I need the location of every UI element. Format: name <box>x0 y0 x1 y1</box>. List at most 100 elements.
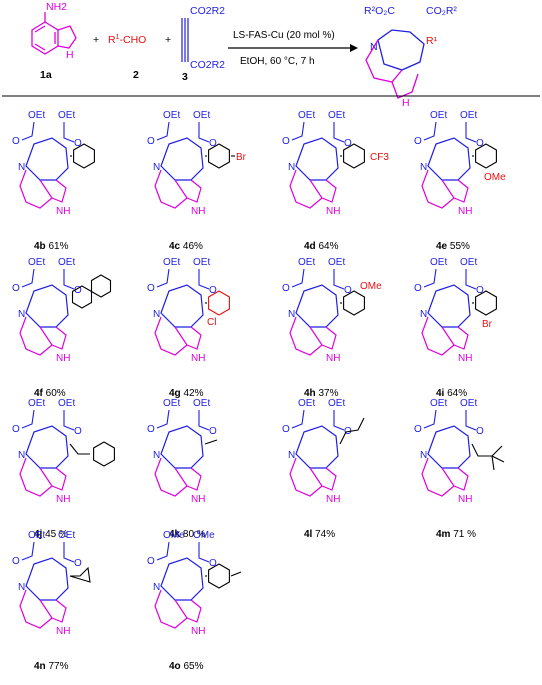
ester-bonds <box>423 121 477 143</box>
indole-ring <box>289 316 323 356</box>
azepine-ring <box>160 425 204 469</box>
azepine-ring <box>25 137 69 181</box>
ester-left: OEt <box>163 398 180 409</box>
indole-ring <box>289 169 323 209</box>
indole-ring <box>19 169 53 209</box>
indole-nh: NH <box>191 494 205 505</box>
product-caption: 4b 61% <box>34 241 69 252</box>
product-nh: H <box>402 97 410 109</box>
ester-right: OEt <box>328 398 345 409</box>
ring-n: N <box>288 309 295 320</box>
yield-value: 60% <box>43 388 66 399</box>
product-caption: 4k 80 % <box>169 529 206 540</box>
label-1a: 1a <box>40 69 52 81</box>
ester-o-left: O <box>282 424 290 435</box>
pyrrole-ring <box>186 599 202 623</box>
ester-o-right: O <box>74 285 82 296</box>
indole-nh: NH <box>191 353 205 364</box>
ester-o-right: O <box>476 138 484 149</box>
pyrrole-ring <box>51 179 67 203</box>
compound-id: 4l <box>304 529 313 540</box>
pyrrole-ring <box>321 179 337 203</box>
ester-left: OEt <box>298 257 315 268</box>
ester-o-left: O <box>282 136 290 147</box>
yield-value: 61% <box>46 241 69 252</box>
compound-id: 4g <box>169 388 181 399</box>
indole-nh: NH <box>56 206 70 217</box>
ester-o-left: O <box>147 136 155 147</box>
ester-right: OEt <box>58 110 75 121</box>
azepine-ring <box>160 284 204 328</box>
compound-id: 4h <box>304 388 316 399</box>
indole-ring <box>154 316 188 356</box>
ester-o-left: O <box>414 283 422 294</box>
ester-left: OEt <box>28 257 45 268</box>
ester-o-right: O <box>209 138 217 149</box>
product-caption: 4c 46% <box>169 241 203 252</box>
indole-nh: NH <box>191 206 205 217</box>
ester-o-left: O <box>12 424 20 435</box>
indole-nh: NH <box>326 353 340 364</box>
azepine-ring <box>160 557 204 601</box>
ester-o-right: O <box>74 426 82 437</box>
ester-right: OEt <box>58 530 75 541</box>
ester-bonds <box>291 268 345 290</box>
indole-nh: NH <box>458 494 472 505</box>
ester-bonds <box>423 409 477 431</box>
azepine-ring <box>427 284 471 328</box>
ester-left: OEt <box>298 110 315 121</box>
azepine-ring <box>160 137 204 181</box>
ring-n: N <box>18 450 25 461</box>
substituent-label: Cl <box>207 317 216 328</box>
ring-n: N <box>420 309 427 320</box>
ester-o-left: O <box>12 283 20 294</box>
azepine-ring <box>25 425 69 469</box>
ester-bonds <box>21 268 75 290</box>
indole-nh: NH <box>458 353 472 364</box>
compound-id: 4c <box>169 241 181 252</box>
ester-o-right: O <box>344 138 352 149</box>
product-caption: 4o 65% <box>169 661 204 672</box>
reactant-1a <box>31 12 77 55</box>
condition-catalyst: LS-FAS-Cu (20 mol %) <box>233 30 335 41</box>
ester-o-left: O <box>12 556 20 567</box>
compound-id: 4n <box>34 661 46 672</box>
product-caption: 4l 74% <box>304 529 335 540</box>
reactant-3 <box>181 18 189 62</box>
ester-left: OEt <box>430 257 447 268</box>
indole-nh: NH <box>191 626 205 637</box>
indole-ring <box>19 316 53 356</box>
ester-left: OEt <box>28 530 45 541</box>
ester-o-right: O <box>476 285 484 296</box>
azepine-ring <box>25 557 69 601</box>
pyrrole-ring <box>51 599 67 623</box>
ester-right: OEt <box>328 110 345 121</box>
substituent-label: OMe <box>484 172 506 183</box>
ester-bonds <box>291 409 345 431</box>
indole-ring <box>154 589 188 629</box>
indole-ring <box>154 457 188 497</box>
ester-o-right: O <box>74 138 82 149</box>
alkyne-bottom-ester: CO2R2 <box>190 59 225 71</box>
ring-n: N <box>153 450 160 461</box>
ester-o-right: O <box>209 285 217 296</box>
ester-right: OEt <box>193 398 210 409</box>
indole-ring <box>154 169 188 209</box>
yield-value: 37% <box>316 388 339 399</box>
alkyne-top-ester: CO2R2 <box>190 5 225 17</box>
ester-o-left: O <box>414 136 422 147</box>
product-caption: 4i 64% <box>436 388 467 399</box>
product-r1: R¹ <box>426 35 438 47</box>
ester-right: OEt <box>460 110 477 121</box>
indole-nh: NH <box>326 494 340 505</box>
ester-left: OMe <box>163 530 185 541</box>
azepine-ring <box>295 284 339 328</box>
